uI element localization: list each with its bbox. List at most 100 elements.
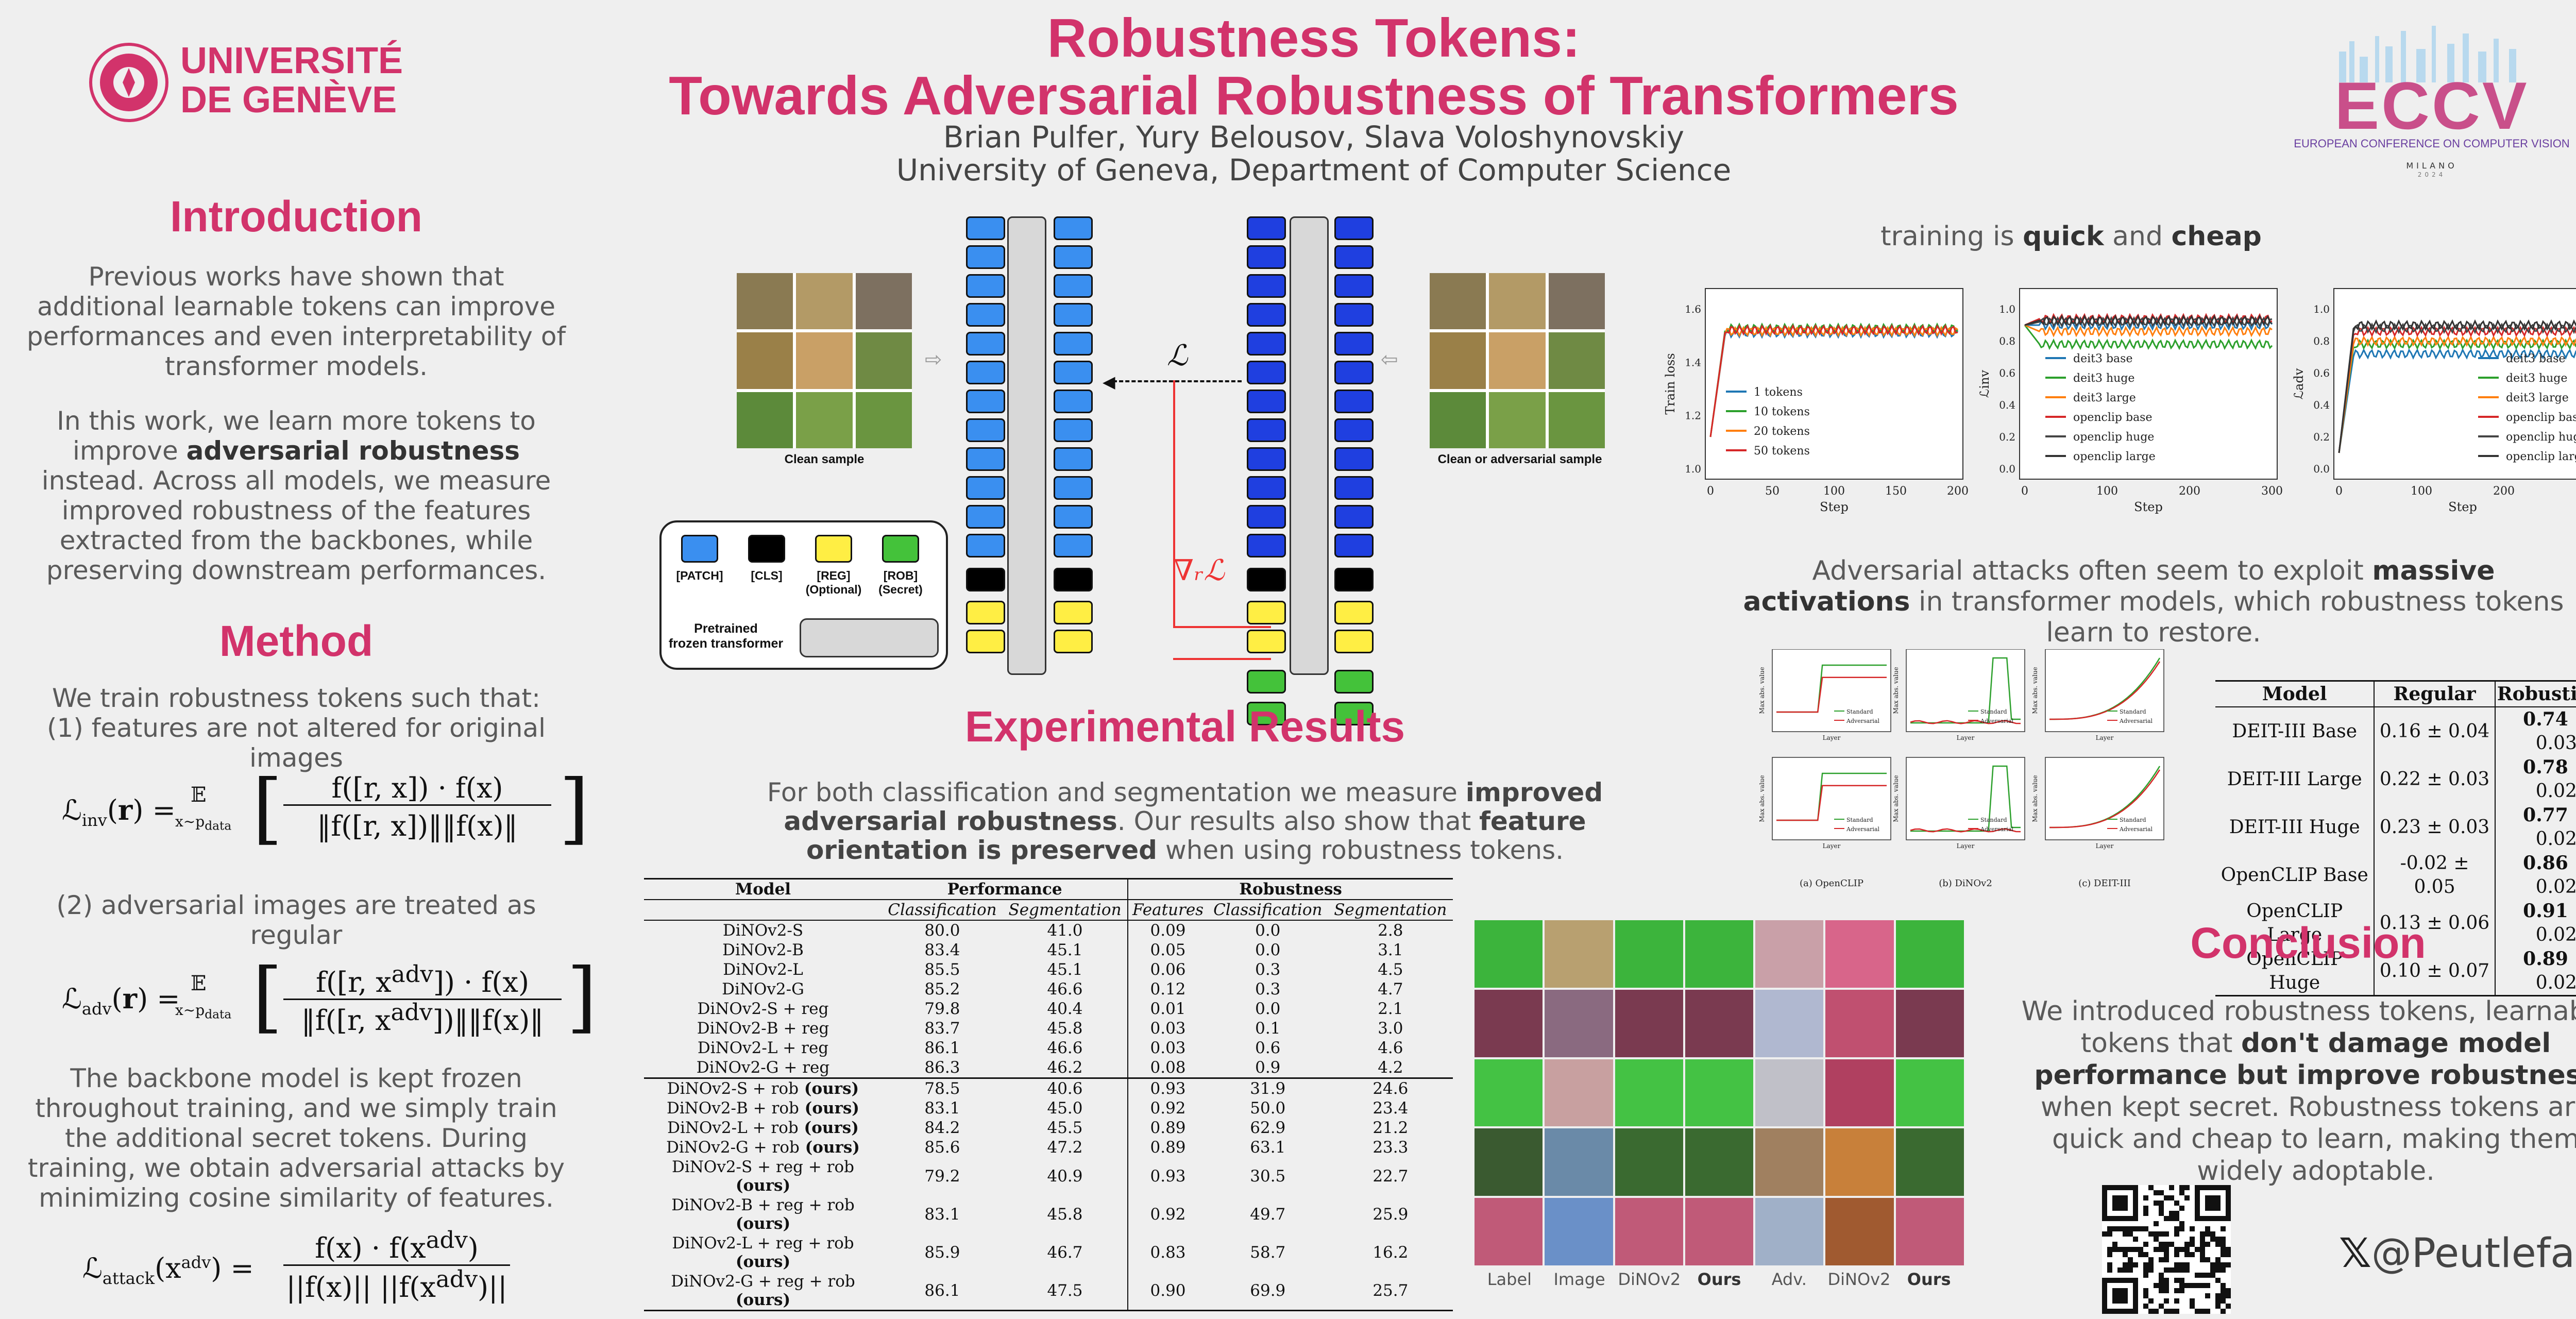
reg-token <box>1054 601 1093 624</box>
legend-label: [PATCH] <box>676 569 723 582</box>
qr-module <box>2205 1242 2210 1247</box>
legend-entry: deit3 base <box>2506 352 2565 365</box>
segmentation-tile <box>1685 1198 1754 1265</box>
y-tick-label: 1.6 <box>1685 303 1701 315</box>
qr-module <box>2159 1273 2164 1278</box>
legend-entry: deit3 base <box>2073 352 2132 365</box>
loss-arrow <box>1113 380 1242 382</box>
patch-token <box>966 332 1005 356</box>
qr-module <box>2179 1206 2184 1211</box>
qr-module <box>2159 1247 2164 1252</box>
conference-city: MILANO <box>2406 161 2458 171</box>
qr-code[interactable] <box>2102 1185 2231 1314</box>
series-line <box>1709 324 1958 437</box>
qr-module <box>2190 1237 2195 1242</box>
qr-module <box>2164 1231 2169 1237</box>
legend-label: [REG] (Optional) <box>805 569 862 596</box>
segmentation-tile <box>1615 1059 1683 1127</box>
qr-module <box>2215 1257 2221 1262</box>
legend-entry: deit3 large <box>2073 392 2136 404</box>
qr-module <box>2169 1185 2174 1190</box>
plot-area <box>1906 757 2025 840</box>
frozen-transformer-left <box>1007 216 1046 675</box>
qr-module <box>2123 1226 2128 1231</box>
qr-module <box>2143 1195 2148 1200</box>
plot-area <box>2045 649 2164 732</box>
qr-module <box>2174 1288 2179 1293</box>
legend-entry: Adversarial <box>2119 718 2153 724</box>
qr-module <box>2169 1195 2174 1200</box>
qr-module <box>2159 1283 2164 1288</box>
qr-module <box>2184 1242 2190 1247</box>
qr-module <box>2195 1283 2200 1288</box>
segmentation-tile <box>1475 1198 1543 1265</box>
qr-module <box>2133 1237 2138 1242</box>
qr-module <box>2159 1304 2164 1309</box>
qr-module <box>2221 1226 2226 1231</box>
legend-entry: openclip base <box>2073 411 2153 424</box>
qr-module <box>2107 1231 2112 1237</box>
introduction-title: Introduction <box>170 192 422 241</box>
qr-module <box>2128 1226 2133 1231</box>
plot-area <box>2333 288 2576 480</box>
arrow-left-icon: ⇦ <box>1381 348 1398 371</box>
x-logo-icon: 𝕏 <box>2339 1230 2371 1277</box>
qr-module <box>2184 1252 2190 1257</box>
segmentation-tile <box>1545 920 1613 988</box>
legend-entry: openclip large <box>2073 450 2156 463</box>
qr-module <box>2200 1242 2205 1247</box>
sub-classification: Classification <box>882 899 1003 920</box>
patch-token <box>1247 505 1286 529</box>
qr-module <box>2174 1200 2179 1206</box>
y-tick-label: 0.8 <box>2313 335 2330 347</box>
series-line <box>2338 348 2576 453</box>
legend-entry: openclip large <box>2506 450 2576 463</box>
cls-token <box>1334 568 1374 591</box>
conclusion-title: Conclusion <box>2190 919 2426 967</box>
social-handle[interactable]: 𝕏@Peutlefaire <box>2339 1230 2576 1277</box>
qr-module <box>2200 1273 2205 1278</box>
patch-token <box>1334 216 1374 240</box>
qr-module <box>2154 1231 2159 1237</box>
reg-token <box>1334 630 1374 653</box>
subplot-caption: (b) DiNOv2 <box>1939 878 1992 889</box>
x-axis-label: Layer <box>1823 842 1841 850</box>
qr-module <box>2159 1257 2164 1262</box>
series-line <box>2338 326 2576 453</box>
patch-token <box>966 476 1005 500</box>
cls-token <box>966 568 1005 591</box>
patch-token <box>1054 245 1093 269</box>
y-tick-label: 0.0 <box>2313 463 2330 475</box>
qr-module <box>2169 1309 2174 1314</box>
experimental-results-paragraph: For both classification and segmentation… <box>767 777 1603 865</box>
qr-module <box>2164 1309 2169 1314</box>
legend-entry: Standard <box>1980 708 2007 715</box>
qr-module <box>2174 1252 2179 1257</box>
qr-module <box>2148 1267 2154 1273</box>
qr-module <box>2148 1257 2154 1262</box>
segmentation-tile <box>1545 1198 1613 1265</box>
arrow-right-icon: ⇨ <box>925 348 942 371</box>
patch-token <box>1054 274 1093 298</box>
qr-module <box>2117 1226 2123 1231</box>
qr-module <box>2164 1278 2169 1283</box>
qr-module <box>2143 1252 2148 1257</box>
main-results-table: Model Performance Robustness Classificat… <box>644 878 1453 1311</box>
series-line <box>2338 335 2576 453</box>
x-tick-label: 0 <box>1707 485 1714 498</box>
y-tick-label: 0.2 <box>2313 431 2330 443</box>
qr-module <box>2143 1267 2148 1273</box>
x-tick-label: 0 <box>2335 485 2343 498</box>
series-line <box>1910 828 2021 833</box>
method-paragraph-1: We train robustness tokens such that:(1)… <box>47 683 546 773</box>
reg-token <box>1334 601 1374 624</box>
patch-token <box>1334 303 1374 327</box>
segmentation-tile <box>1545 989 1613 1057</box>
rob-token <box>1247 702 1286 725</box>
qr-module <box>2143 1288 2148 1293</box>
